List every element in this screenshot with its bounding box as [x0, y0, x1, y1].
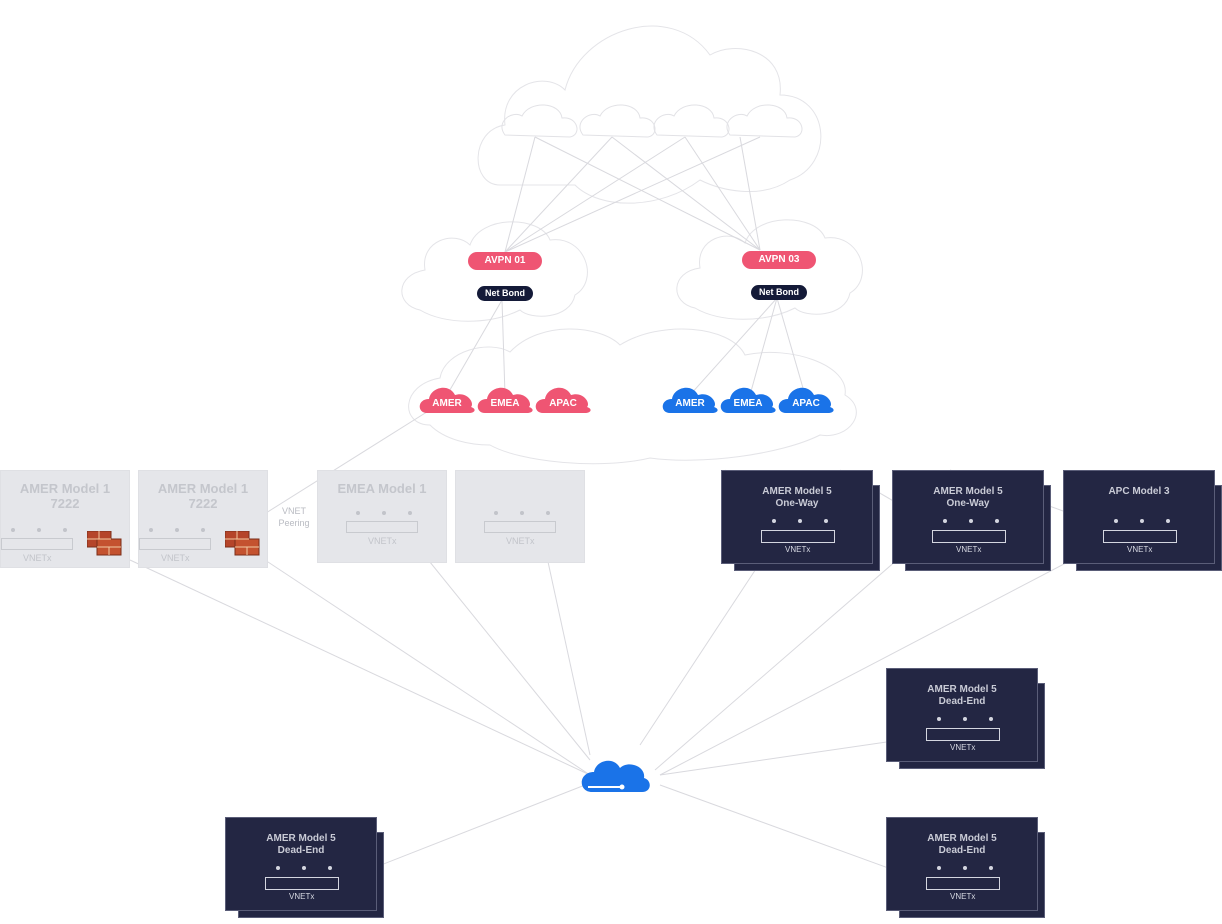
vnet-model-box: APC Model 3 VNETx [1063, 470, 1215, 564]
region-cloud-blue [778, 387, 834, 413]
subnet-pin [520, 511, 524, 515]
avpn03-cloud [676, 219, 863, 320]
vnet-bar [932, 530, 1006, 543]
subnet-pin [963, 717, 967, 721]
vnet-label: VNETx [23, 553, 52, 563]
subnet-pin [989, 866, 993, 870]
vnet-label: VNETx [956, 545, 982, 554]
model-title: AMER Model 1 7222 [157, 481, 249, 511]
vnet-bar [761, 530, 835, 543]
avpn01-badge: AVPN 01 [468, 252, 542, 270]
subnet-pin [382, 511, 386, 515]
subnet-pin [969, 519, 973, 523]
subnet-pin [943, 519, 947, 523]
subnet-pin [1166, 519, 1170, 523]
vnet-label: VNETx [289, 892, 315, 901]
subnet-pin [772, 519, 776, 523]
model-title: AMER Model 5 Dead-End [927, 684, 997, 707]
subnet-pin [937, 717, 941, 721]
top-cloud [477, 25, 822, 204]
model-title: AMER Model 5 One-Way [762, 486, 832, 509]
region-label: EMEA [733, 398, 763, 409]
vnet-bar [1, 538, 73, 550]
subnet-pin [201, 528, 205, 532]
model-title: AMER Model 1 7222 [19, 481, 111, 511]
vnet-peering-label: VNET Peering [278, 506, 310, 528]
vnet-label: VNETx [785, 545, 811, 554]
region-cloud-pink [419, 387, 475, 413]
avpn01-netbond-badge: Net Bond [477, 286, 533, 301]
subnet-pin [37, 528, 41, 532]
subnet-pin [356, 511, 360, 515]
subnet-pin [1140, 519, 1144, 523]
vnet-bar [926, 728, 1000, 741]
subnet-pin [11, 528, 15, 532]
subnet-pin [494, 511, 498, 515]
vnet-model-box: EMEA Model 1 VNETx [317, 470, 447, 563]
avpn03-badge: AVPN 03 [742, 251, 816, 269]
vnet-label: VNETx [950, 892, 976, 901]
subnet-pin [276, 866, 280, 870]
vnet-model-box: VNETx [455, 470, 585, 563]
subnet-pin [963, 866, 967, 870]
vnet-bar [926, 877, 1000, 890]
region-label: AMER [675, 398, 705, 409]
vnet-label: VNETx [161, 553, 190, 563]
vnet-bar [346, 521, 418, 533]
region-label: APAC [549, 398, 577, 409]
subnet-pin [937, 866, 941, 870]
avpn03-netbond-badge: Net Bond [751, 285, 807, 300]
middle-cloud [408, 328, 857, 465]
subnet-pin [302, 866, 306, 870]
model-title: EMEA Model 1 [337, 481, 427, 496]
region-cloud-pink [535, 387, 591, 413]
subnet-pin [175, 528, 179, 532]
vnet-bar [1103, 530, 1177, 543]
model-title: AMER Model 5 Dead-End [266, 833, 336, 856]
model-title: APC Model 3 [1108, 486, 1170, 497]
region-label: AMER [432, 398, 462, 409]
subnet-pin [63, 528, 67, 532]
vnet-bar [484, 521, 556, 533]
vnet-label: VNETx [950, 743, 976, 752]
region-label: APAC [792, 398, 820, 409]
region-cloud-pink [477, 387, 533, 413]
region-label: EMEA [490, 398, 520, 409]
vnet-label: VNETx [506, 536, 535, 546]
subnet-pin [149, 528, 153, 532]
model-title: AMER Model 5 One-Way [933, 486, 1003, 509]
subnet-pin [995, 519, 999, 523]
vnet-bar [265, 877, 339, 890]
subnet-pin [798, 519, 802, 523]
avpn01-cloud [401, 221, 588, 322]
subnet-pin [824, 519, 828, 523]
subnet-pin [546, 511, 550, 515]
subnet-pin [989, 717, 993, 721]
subnet-pin [1114, 519, 1118, 523]
vnet-label: VNETx [368, 536, 397, 546]
subnet-pin [328, 866, 332, 870]
model-title: AMER Model 5 Dead-End [927, 833, 997, 856]
subnet-pin [408, 511, 412, 515]
vnet-bar [139, 538, 211, 550]
region-cloud-blue [662, 387, 718, 413]
region-cloud-blue [720, 387, 776, 413]
vnet-label: VNETx [1127, 545, 1153, 554]
